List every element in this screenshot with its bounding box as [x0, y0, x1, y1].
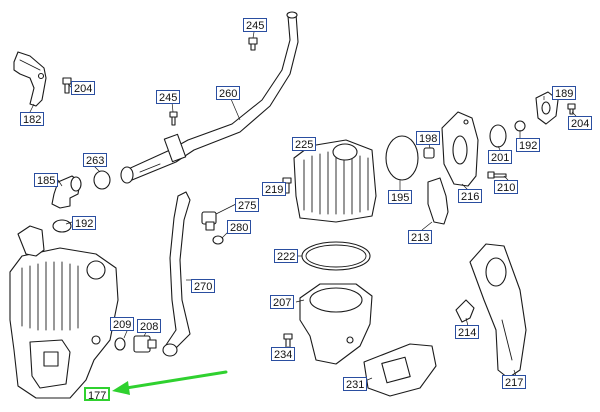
callout-245-top[interactable]: 245 [243, 18, 268, 32]
callout-210[interactable]: 210 [494, 180, 519, 194]
callout-270[interactable]: 270 [191, 279, 216, 293]
callout-182[interactable]: 182 [20, 112, 45, 126]
callout-189[interactable]: 189 [552, 86, 577, 100]
callout-204-left[interactable]: 204 [71, 81, 96, 95]
callout-280[interactable]: 280 [227, 220, 252, 234]
oring-192-left [52, 219, 72, 233]
bolt-204-right [567, 103, 576, 115]
callout-217[interactable]: 217 [502, 375, 527, 389]
oring-192-right [514, 120, 526, 132]
housing-207 [299, 283, 373, 365]
callout-195[interactable]: 195 [388, 190, 413, 204]
callout-204-right[interactable]: 204 [568, 116, 593, 130]
callout-216[interactable]: 216 [458, 189, 483, 203]
oring-209 [114, 337, 126, 351]
fitting-275 [201, 211, 217, 231]
oring-263 [93, 170, 111, 190]
callout-198[interactable]: 198 [416, 131, 441, 145]
bracket-182 [13, 51, 47, 107]
callout-208[interactable]: 208 [137, 319, 162, 333]
cooler-assembly-177 [9, 225, 119, 399]
callout-213[interactable]: 213 [408, 230, 433, 244]
clip-214 [455, 299, 475, 323]
callout-222[interactable]: 222 [274, 249, 299, 263]
elbow-185 [51, 175, 82, 209]
callout-234[interactable]: 234 [271, 347, 296, 361]
oring-222 [301, 241, 371, 271]
oring-201 [489, 124, 507, 148]
callout-275[interactable]: 275 [235, 198, 260, 212]
callout-185[interactable]: 185 [34, 173, 59, 187]
callout-219[interactable]: 219 [262, 182, 287, 196]
callout-245-middle[interactable]: 245 [156, 90, 181, 104]
cover-225 [293, 139, 377, 223]
bolt-245-middle [169, 111, 178, 126]
fitting-208 [133, 335, 157, 353]
oring-195 [385, 135, 419, 181]
callout-177-highlighted[interactable]: 177 [84, 387, 111, 402]
callout-260[interactable]: 260 [216, 86, 241, 100]
gasket-213 [427, 177, 449, 225]
callout-263[interactable]: 263 [83, 153, 108, 167]
callout-201[interactable]: 201 [488, 150, 513, 164]
bracket-217 [469, 243, 527, 379]
pipe-270 [162, 191, 191, 357]
callout-192-left[interactable]: 192 [72, 216, 97, 230]
bolt-210 [487, 171, 507, 179]
callout-209[interactable]: 209 [110, 317, 135, 331]
gasket-231 [363, 343, 437, 397]
housing-216 [441, 111, 479, 187]
highlight-arrow [112, 370, 228, 395]
callout-231[interactable]: 231 [343, 377, 368, 391]
fitting-198 [423, 147, 435, 159]
oring-280 [212, 235, 224, 245]
bolt-245-top [248, 37, 258, 51]
callout-225[interactable]: 225 [292, 137, 317, 151]
callout-214[interactable]: 214 [455, 325, 480, 339]
elbow-189 [535, 91, 559, 125]
callout-192-right[interactable]: 192 [516, 138, 541, 152]
pipe-260 [120, 11, 299, 184]
callout-207[interactable]: 207 [270, 295, 295, 309]
